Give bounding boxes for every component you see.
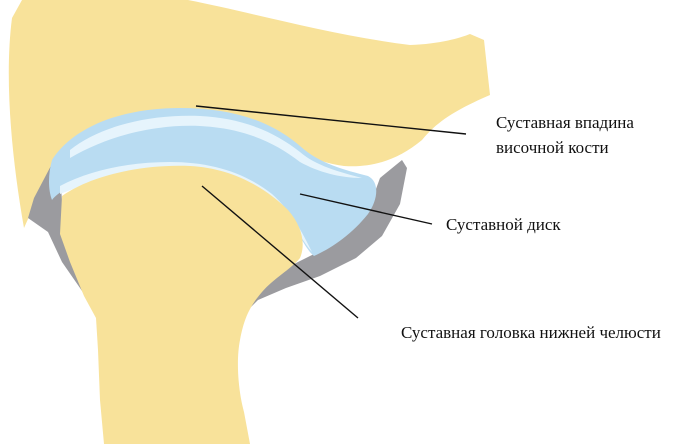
label-articular-disc: Суставной диск [446, 215, 561, 234]
disc-highlight-top [70, 115, 362, 178]
label-glenoid-fossa: Суставная впадина височной кости [496, 110, 634, 160]
leader-fossa [195, 105, 467, 135]
mandibular-condyle [60, 165, 303, 444]
label-condyle-head: Суставная головка нижней челюсти [401, 323, 661, 342]
label-glenoid-fossa-line1: Суставная впадина [496, 113, 634, 132]
label-glenoid-fossa-line2: височной кости [496, 138, 609, 157]
leader-head [201, 185, 359, 319]
leader-disc [299, 193, 433, 225]
temporal-bone [8, 0, 490, 228]
joint-capsule-right [244, 160, 407, 314]
